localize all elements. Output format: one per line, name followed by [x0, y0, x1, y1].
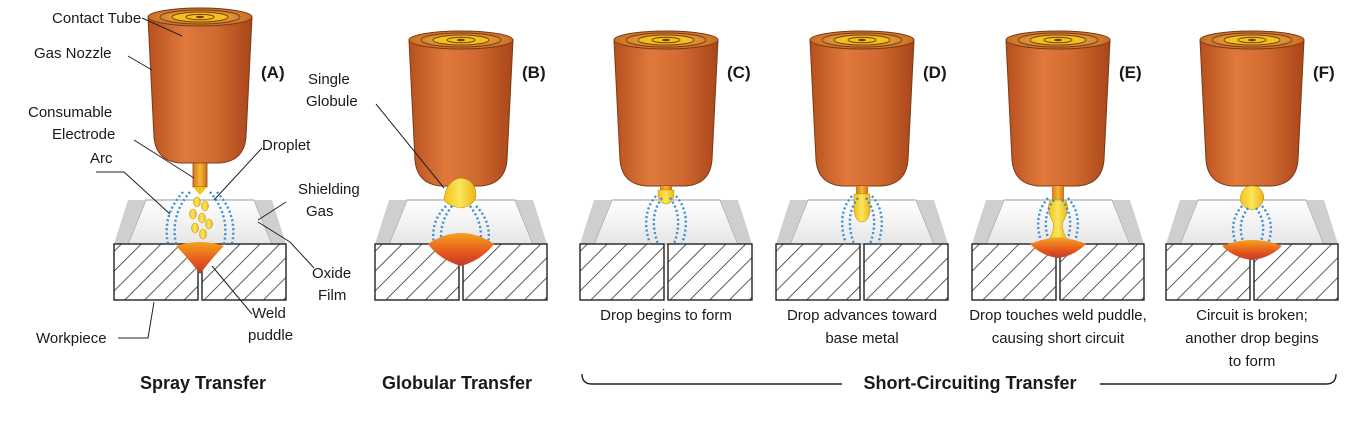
label-globule: Globule	[306, 93, 358, 110]
panel-letter-c: (C)	[727, 63, 751, 82]
label-single: Single	[308, 71, 350, 88]
caption-c-line-1: Drop begins to form	[600, 307, 732, 324]
label-shielding: Shielding	[298, 181, 360, 198]
caption-f-line-3: to form	[1229, 353, 1276, 370]
panel-e: (E) Drop touches weld puddle, causing sh…	[969, 30, 1147, 347]
label-film: Film	[318, 287, 346, 304]
caption-d-line-1: Drop advances toward	[787, 307, 937, 324]
label-droplet: Droplet	[262, 137, 311, 154]
panel-a-spray: Contact Tube Gas Nozzle Consumable Elect…	[28, 7, 360, 347]
panel-d: (D) Drop advances toward base metal	[775, 30, 949, 347]
caption-f-line-2: another drop begins	[1185, 330, 1318, 347]
panel-c: (C) Drop begins to form	[579, 30, 753, 324]
panel-letter-d: (D)	[923, 63, 947, 82]
label-gas: Gas	[306, 203, 334, 220]
panel-letter-e: (E)	[1119, 63, 1142, 82]
panel-letter-f: (F)	[1313, 63, 1335, 82]
panel-letter-b: (B)	[522, 63, 546, 82]
title-spray-transfer: Spray Transfer	[140, 373, 266, 393]
caption-e-line-2: causing short circuit	[992, 330, 1125, 347]
label-arc: Arc	[90, 150, 113, 167]
label-contact-tube: Contact Tube	[52, 10, 141, 27]
caption-d-line-2: base metal	[825, 330, 898, 347]
short-circuit-bracket	[581, 373, 1337, 385]
panel-f: (F) Circuit is broken; another drop begi…	[1165, 30, 1339, 370]
label-weld: Weld	[252, 305, 286, 322]
label-gas-nozzle: Gas Nozzle	[34, 45, 112, 62]
caption-e-line-1: Drop touches weld puddle,	[969, 307, 1147, 324]
label-puddle: puddle	[248, 327, 293, 344]
panel-letter-a: (A)	[261, 63, 285, 82]
label-electrode: Electrode	[52, 126, 115, 143]
label-workpiece: Workpiece	[36, 330, 107, 347]
label-oxide: Oxide	[312, 265, 351, 282]
caption-f-line-1: Circuit is broken;	[1196, 307, 1308, 324]
label-consumable: Consumable	[28, 104, 112, 121]
panel-b-globular: Single Globule (B)	[306, 30, 548, 301]
title-globular-transfer: Globular Transfer	[382, 373, 532, 393]
title-short-circuiting-transfer: Short-Circuiting Transfer	[863, 373, 1076, 393]
